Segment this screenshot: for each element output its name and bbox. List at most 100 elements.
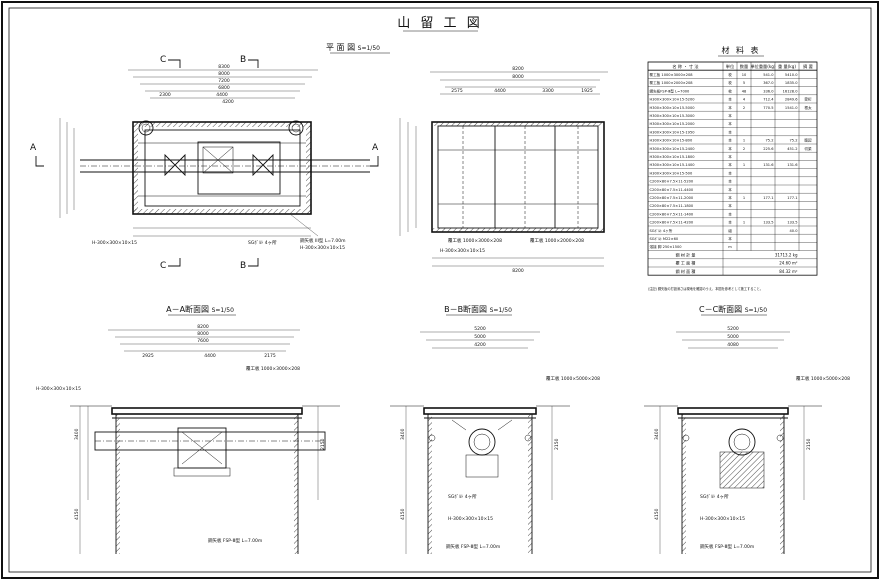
materials-cell: 本 — [728, 211, 732, 216]
materials-cell: 5 — [743, 81, 745, 85]
plan-marker-c-bot: C — [160, 261, 166, 271]
materials-summary-value: 84.32 m² — [779, 269, 798, 274]
section-c-note-2: SGﾎﾞﾙﾄ 4ヶ所 — [700, 493, 729, 500]
materials-cell: 根太 — [804, 105, 812, 110]
materials-cell: H300×300×10×15-2000 — [650, 122, 696, 126]
materials-header-cell: 名 称 ・ 寸 法 — [672, 63, 698, 70]
materials-header-cell: 数量 — [740, 63, 748, 70]
deck-dim-8000: 8000 — [512, 74, 524, 80]
materials-cell: 本 — [728, 146, 732, 151]
materials-cell: 本 — [728, 113, 732, 118]
materials-cell: C200×80×7.5×11-4400 — [650, 188, 694, 192]
materials-cell: H300×300×10×15-5200 — [650, 98, 696, 102]
materials-cell: 2 — [743, 106, 745, 110]
materials-cell: 131.6 — [787, 163, 798, 167]
materials-header-cell: 単位 — [726, 63, 734, 70]
materials-cell: 10 — [742, 73, 747, 77]
materials-cell: H300×300×10×15-500 — [650, 171, 693, 175]
plan-dim-7200: 7200 — [218, 78, 230, 84]
section-a-dim-6: 2175 — [264, 353, 276, 359]
materials-cell: 177.1 — [763, 196, 773, 200]
deck-plan-view: 8200 8000 2575 4400 3300 1925 8200 覆工板 1… — [399, 66, 608, 274]
materials-cell: 本 — [728, 154, 732, 159]
materials-cell: 75.2 — [765, 139, 773, 143]
section-b-view: B－B断面図 S=1/50 5200 5000 4200 3400 4150 2… — [390, 304, 600, 554]
materials-cell: 1835.0 — [785, 81, 798, 85]
section-c-dim-1: 5200 — [727, 326, 739, 332]
plan-dim-8300: 8300 — [218, 64, 230, 70]
plan-marker-b-bot: B — [240, 261, 246, 271]
materials-cell: 177.1 — [787, 196, 797, 200]
materials-cell: 本 — [728, 220, 732, 225]
materials-cell: SGﾎﾞﾙﾄ M22×60 — [650, 237, 679, 241]
materials-cell: 本 — [728, 138, 732, 143]
section-b-level-3: 2150 — [554, 438, 560, 450]
section-a-dim-4: 2925 — [142, 353, 154, 359]
materials-cell: 枚 — [728, 72, 732, 77]
section-b-note-4: 鋼矢板 FSP-Ⅲ型 L=7.00m — [446, 543, 500, 550]
section-a-dim-1: 8200 — [197, 324, 209, 330]
materials-cell: 1541.0 — [785, 106, 798, 110]
section-a-level-3: 2150 — [320, 438, 326, 450]
materials-cell: 本 — [728, 170, 732, 175]
plan-note-3: SGﾎﾞﾙﾄ 4ヶ所 — [248, 239, 277, 246]
materials-cell: 覆工板 1000×3000×208 — [650, 72, 694, 77]
materials-cell: C200×80×7.5×11-1800 — [650, 204, 694, 208]
materials-cell: H300×300×10×15-5000 — [650, 106, 696, 110]
materials-header-cell: 摘 要 — [803, 63, 813, 70]
plan-view: 平 面 図 S=1/50 8300 8000 7200 6800 2300 44… — [30, 43, 390, 271]
section-c-level-3: 2150 — [806, 438, 812, 450]
section-b-note-2: SGﾎﾞﾙﾄ 4ヶ所 — [448, 493, 477, 500]
materials-cell: 枚 — [728, 80, 732, 85]
plan-dim-sub-3: 4200 — [222, 99, 234, 105]
materials-cell: 225.6 — [763, 147, 774, 151]
materials-summary-label: 鋼 材 計 量 — [676, 251, 696, 257]
plan-marker-a-left: A — [30, 143, 37, 153]
deck-dim-8200: 8200 — [512, 66, 524, 72]
materials-cell: 本 — [728, 105, 732, 110]
section-b-title: B－B断面図 S=1/50 — [444, 304, 512, 314]
materials-cell: 受桁 — [804, 97, 812, 102]
section-c-view: C－C断面図 S=1/50 5200 5000 4080 3400 4150 2… — [644, 304, 850, 554]
materials-cell: C200×80×7.5×11-2000 — [650, 196, 694, 200]
materials-cell: 切梁 — [804, 146, 812, 151]
materials-cell: 541.0 — [763, 73, 774, 77]
materials-cell: H300×300×10×15-1800 — [650, 155, 696, 159]
materials-summary-label: 覆 工 面 積 — [676, 260, 696, 266]
materials-cell: 48 — [742, 89, 747, 93]
materials-header-cell: 重 量(kg) — [778, 63, 796, 70]
materials-cell: H300×300×10×15-1950 — [650, 130, 696, 134]
plan-dim-8000: 8000 — [218, 71, 230, 77]
materials-cell: 本 — [728, 203, 732, 208]
materials-cell: 1 — [743, 196, 745, 200]
materials-cell: 1 — [743, 221, 745, 225]
materials-cell: 組 — [728, 228, 732, 233]
materials-cell: 75.2 — [789, 139, 797, 143]
materials-cell: H300×300×10×15-800 — [650, 139, 693, 143]
materials-cell: SGﾎﾞﾙﾄ 4ヶ所 — [650, 228, 673, 233]
materials-cell: 1 — [743, 139, 745, 143]
materials-cell: 腹起 — [804, 138, 812, 143]
materials-cell: 2849.6 — [785, 98, 798, 102]
materials-cell: H300×300×10×15-1400 — [650, 163, 696, 167]
materials-cell: 本 — [728, 162, 732, 167]
section-c-title: C－C断面図 S=1/50 — [699, 304, 767, 314]
section-c-level-2: 4150 — [654, 508, 660, 520]
materials-cell: m — [728, 245, 732, 249]
materials-cell: 5410.0 — [785, 73, 798, 77]
materials-cell: 770.5 — [763, 106, 773, 110]
materials-cell: 溶接 脚 250×1500 — [650, 244, 683, 249]
section-c-level-1: 3400 — [654, 428, 660, 440]
plan-marker-b-top: B — [240, 55, 246, 65]
materials-cell: 2 — [743, 147, 745, 151]
materials-cell: 覆工板 1000×2000×208 — [650, 80, 694, 85]
materials-title: 材 料 表 — [721, 45, 760, 55]
materials-cell: 133.5 — [787, 221, 797, 225]
section-c-note-4: 鋼矢板 FSP-Ⅲ型 L=7.00m — [700, 543, 754, 550]
section-c-dim-3: 4080 — [727, 342, 739, 348]
materials-cell: 336.0 — [763, 89, 774, 93]
deck-dim-sub-3: 3300 — [542, 88, 554, 94]
deck-dim-sub-1: 2575 — [451, 88, 463, 94]
materials-cell: 本 — [728, 187, 732, 192]
